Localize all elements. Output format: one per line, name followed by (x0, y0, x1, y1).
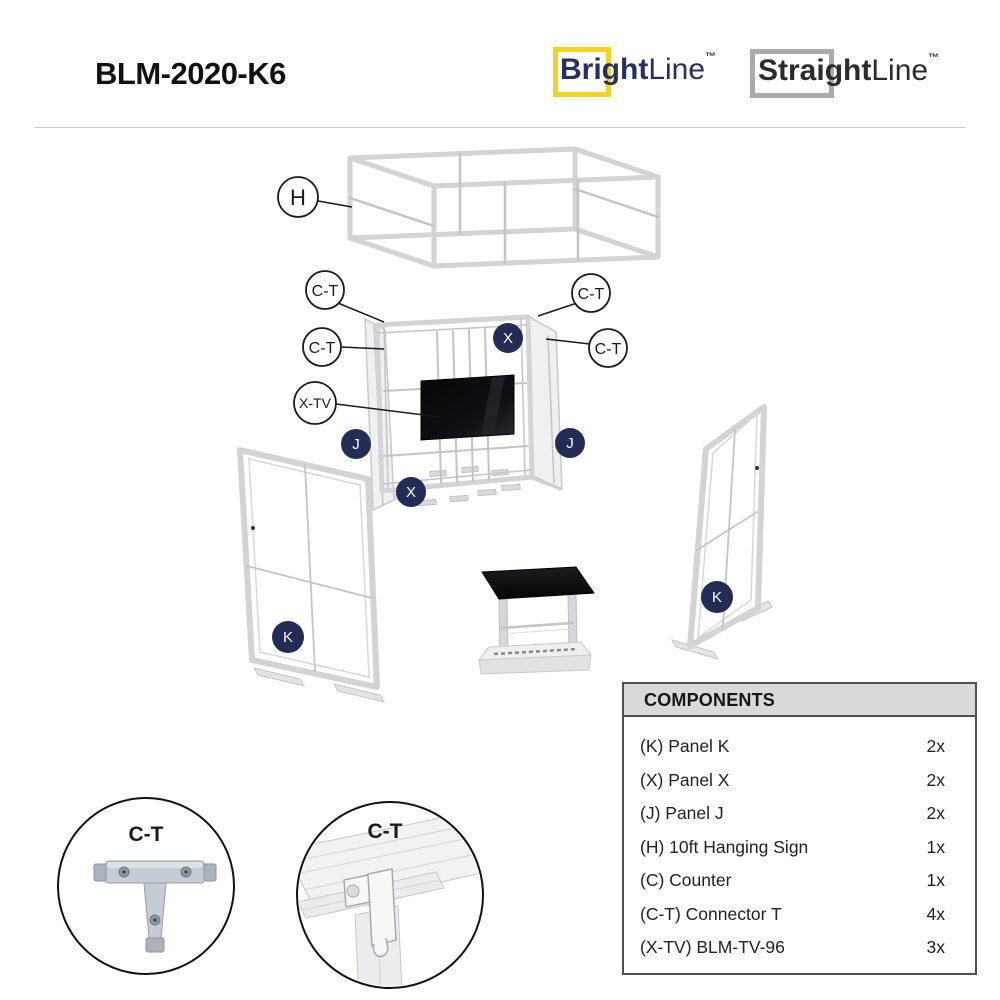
table-row: (C) Counter 1x (624, 864, 975, 898)
table-row: (J) Panel J 2x (624, 797, 975, 831)
svg-text:J: J (352, 436, 360, 453)
svg-text:K: K (712, 589, 722, 606)
svg-text:C-T: C-T (595, 341, 622, 358)
table-row: (X) Panel X 2x (624, 764, 975, 798)
brightline-tm: ™ (705, 51, 717, 63)
component-name: (J) Panel J (640, 803, 724, 824)
callout-ct-top-left: C-T (305, 270, 345, 310)
svg-text:X-TV: X-TV (299, 395, 332, 411)
table-row: (K) Panel K 2x (624, 730, 975, 764)
page-title: BLM-2020-K6 (95, 56, 286, 91)
component-qty: 2x (926, 803, 945, 824)
badge-x-bottom: X (396, 477, 426, 507)
component-qty: 2x (926, 736, 945, 757)
brightline-logo-bold: Bright (560, 53, 649, 86)
svg-text:C-T: C-T (309, 340, 336, 357)
straightline-logo-light: Line (871, 54, 929, 87)
brightline-logo-light: Line (648, 53, 706, 86)
badge-k-left: K (272, 621, 304, 653)
component-qty: 1x (926, 836, 945, 857)
leader-lines (317, 200, 591, 418)
svg-text:K: K (283, 629, 293, 646)
detail-connector-installed: C-T (296, 801, 484, 989)
components-table: COMPONENTS (K) Panel K 2x (X) Panel X 2x… (622, 682, 977, 975)
counter (477, 566, 595, 675)
components-table-body: (K) Panel K 2x (X) Panel X 2x (J) Panel … (624, 717, 975, 965)
component-name: (C-T) Connector T (640, 903, 782, 924)
panel-k-right (670, 404, 773, 660)
badge-k-right: K (701, 581, 733, 613)
table-row: (C-T) Connector T 4x (624, 898, 975, 932)
component-name: (C) Counter (640, 870, 732, 891)
callout-ct-top-right: C-T (571, 273, 611, 313)
hanging-sign-frame (347, 146, 661, 269)
badge-x-top: X (493, 323, 523, 353)
component-name: (H) 10ft Hanging Sign (640, 836, 809, 857)
straightline-logo: StraightLine™ (758, 52, 940, 88)
callout-x-tv: X-TV (293, 381, 337, 425)
component-qty: 2x (926, 769, 945, 790)
svg-text:X: X (503, 330, 513, 347)
connector-installed-illustration (299, 811, 481, 986)
callout-ct-right: C-T (588, 328, 628, 368)
svg-text:J: J (566, 435, 574, 452)
svg-text:H: H (290, 185, 306, 210)
svg-text:X: X (406, 484, 416, 501)
header-divider (35, 127, 965, 128)
panel-k-left (237, 447, 386, 703)
svg-text:C-T: C-T (312, 283, 339, 300)
callout-h: H (277, 176, 319, 218)
component-qty: 3x (926, 937, 945, 958)
counter-top (481, 566, 595, 600)
brightline-logo: BrightLine™ (560, 51, 717, 87)
component-name: (X-TV) BLM-TV-96 (640, 937, 785, 958)
callout-ct-left: C-T (302, 327, 342, 367)
svg-text:C-T: C-T (368, 820, 403, 843)
brightline-logo-frame (553, 47, 611, 97)
straightline-tm: ™ (928, 52, 940, 64)
svg-text:C-T: C-T (129, 823, 164, 846)
components-table-header: COMPONENTS (624, 684, 975, 717)
badge-j-right: J (555, 428, 585, 458)
svg-text:C-T: C-T (578, 286, 605, 303)
detail-connector-part: C-T (57, 797, 235, 975)
backwall-assembly (351, 314, 563, 511)
component-name: (X) Panel X (640, 769, 730, 790)
tv-screen (420, 374, 515, 441)
connector-t-illustration (93, 860, 217, 953)
table-row: (X-TV) BLM-TV-96 3x (624, 931, 975, 965)
straightline-logo-frame (750, 49, 834, 98)
badge-j-left: J (341, 429, 371, 459)
component-name: (K) Panel K (640, 736, 730, 757)
straightline-logo-bold: Straight (758, 54, 872, 87)
table-row: (H) 10ft Hanging Sign 1x (624, 831, 975, 865)
component-qty: 1x (926, 870, 945, 891)
component-qty: 4x (926, 903, 945, 924)
